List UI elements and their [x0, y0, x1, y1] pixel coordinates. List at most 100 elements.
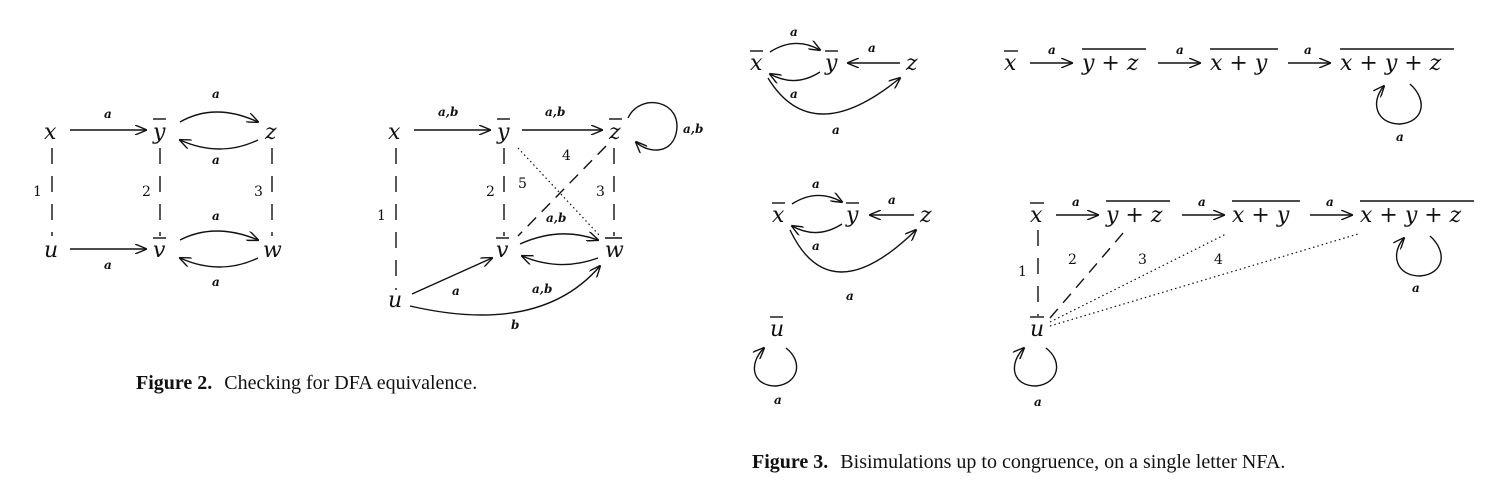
node-yz: y + z [1105, 203, 1163, 228]
fig3-caption: Figure 3. Bisimulations up to congruence… [752, 451, 1285, 473]
edge-x-y [791, 195, 842, 205]
node-v: v [496, 238, 509, 263]
node-y: y [152, 120, 166, 145]
edge-w-v [522, 256, 599, 266]
edge-x-y [769, 43, 820, 53]
edge-label-3: a [1326, 195, 1334, 209]
node-y: y [824, 51, 838, 76]
edge-label-xz: a [846, 289, 854, 303]
node-x: x [750, 51, 763, 76]
edge-label-zy: a [888, 193, 896, 207]
edge-label-uw: b [511, 318, 519, 332]
node-x: x [388, 120, 401, 145]
fig2-left-diagram: x y z u v w a a a a a a 1 2 3 [33, 87, 282, 289]
edge-label-wv: a [212, 275, 220, 289]
edge-label-uloop: a [774, 393, 782, 407]
node-x: x [772, 203, 785, 228]
node-z: z [905, 51, 918, 76]
node-x: x [1030, 203, 1043, 228]
edge-u-v [411, 258, 492, 295]
pair-line-4 [1049, 233, 1359, 327]
edge-label-2: a [1176, 43, 1184, 57]
pair-number-3: 3 [1138, 252, 1147, 268]
edge-w-v [180, 258, 259, 268]
node-u: u [1030, 317, 1044, 342]
edge-label-uv: a [452, 284, 460, 298]
node-x: x [1004, 51, 1017, 76]
edge-x-z [789, 230, 916, 273]
fig3-caption-text: Bisimulations up to congruence, on a sin… [840, 451, 1285, 473]
pair-number-1: 1 [33, 184, 42, 200]
edge-label-zy: a [868, 41, 876, 55]
fig2-caption-text: Checking for DFA equivalence. [224, 372, 477, 394]
fig2-right-diagram: x y z v w u a,b a,b a,b a,b a,b a b 1 2 … [377, 102, 703, 332]
node-w: w [605, 238, 624, 263]
edge-label-2: a [1198, 195, 1206, 209]
edge-label-zz: a,b [683, 122, 703, 136]
edge-label-xz: a [832, 123, 840, 137]
edge-label-wv: a,b [532, 282, 552, 296]
edge-y-x [792, 223, 843, 233]
edge-label-uv: a [104, 258, 112, 272]
edge-loop [1397, 235, 1442, 277]
node-u: u [770, 317, 784, 342]
pair-number-3: 3 [254, 184, 263, 200]
edge-label-vw: a,b [546, 211, 566, 225]
fig3-bottom-left-diagram: x y z a a a a u a [754, 177, 932, 407]
edge-x-z [767, 78, 900, 115]
edge-loop [1377, 83, 1422, 125]
edge-v-w [179, 230, 258, 240]
edge-label-yx: a [790, 87, 798, 101]
fig3-bottom-right-diagram: x y + z x + y x + y + z u a a a a a 1 2 … [1014, 195, 1474, 409]
node-y: y [496, 120, 510, 145]
edge-label-1: a [1072, 195, 1080, 209]
fig2-caption: Figure 2. Checking for DFA equivalence. [136, 372, 477, 394]
node-z: z [608, 120, 621, 145]
fig3-top-left-diagram: x y z a a a a [750, 25, 918, 137]
node-z: z [264, 120, 277, 145]
pair-number-5: 5 [518, 176, 527, 192]
pair-line-y-w [517, 147, 601, 237]
node-xyz: x + y + z [1360, 203, 1462, 228]
pair-number-2: 2 [1068, 252, 1077, 268]
edge-u-loop [1014, 348, 1058, 387]
edge-label-vw: a [212, 209, 220, 223]
edge-label-1: a [1048, 43, 1056, 57]
node-w: w [263, 238, 282, 263]
node-z: z [919, 203, 932, 228]
pair-number-4: 4 [1214, 252, 1223, 268]
edge-label-loop: a [1412, 281, 1420, 295]
node-xy: x + y [1232, 203, 1290, 228]
pair-number-3: 3 [596, 184, 605, 200]
edge-label-xy: a [790, 25, 798, 39]
edge-y-z [179, 111, 258, 122]
edge-label-xy: a [104, 107, 112, 121]
pair-number-4: 4 [562, 148, 571, 164]
node-yz: y + z [1081, 51, 1139, 76]
edge-label-xy: a [812, 177, 820, 191]
edge-y-x [770, 71, 821, 81]
edge-label-loop: a [1396, 130, 1404, 144]
node-v: v [153, 238, 166, 263]
edge-label-3: a [1304, 43, 1312, 57]
edge-u-w [409, 266, 600, 316]
pair-number-2: 2 [142, 184, 151, 200]
node-u: u [388, 288, 402, 313]
fig3-caption-number: Figure 3. [752, 451, 828, 473]
node-u: u [44, 238, 58, 263]
pair-line-v-z [517, 145, 607, 237]
fig3-top-right-diagram: x y + z x + y x + y + z a a a a [1004, 43, 1454, 144]
node-xyz: x + y + z [1340, 51, 1442, 76]
edge-label-uloop: a [1034, 395, 1042, 409]
edge-v-w [519, 234, 598, 245]
fig2-caption-number: Figure 2. [136, 372, 212, 394]
pair-line-3 [1049, 233, 1227, 323]
pair-number-2: 2 [486, 184, 495, 200]
node-x: x [44, 120, 57, 145]
pair-number-1: 1 [1018, 264, 1027, 280]
edge-label-xy: a,b [438, 105, 458, 119]
node-y: y [845, 203, 859, 228]
pair-line-2 [1049, 231, 1125, 319]
edge-z-y [180, 140, 259, 150]
